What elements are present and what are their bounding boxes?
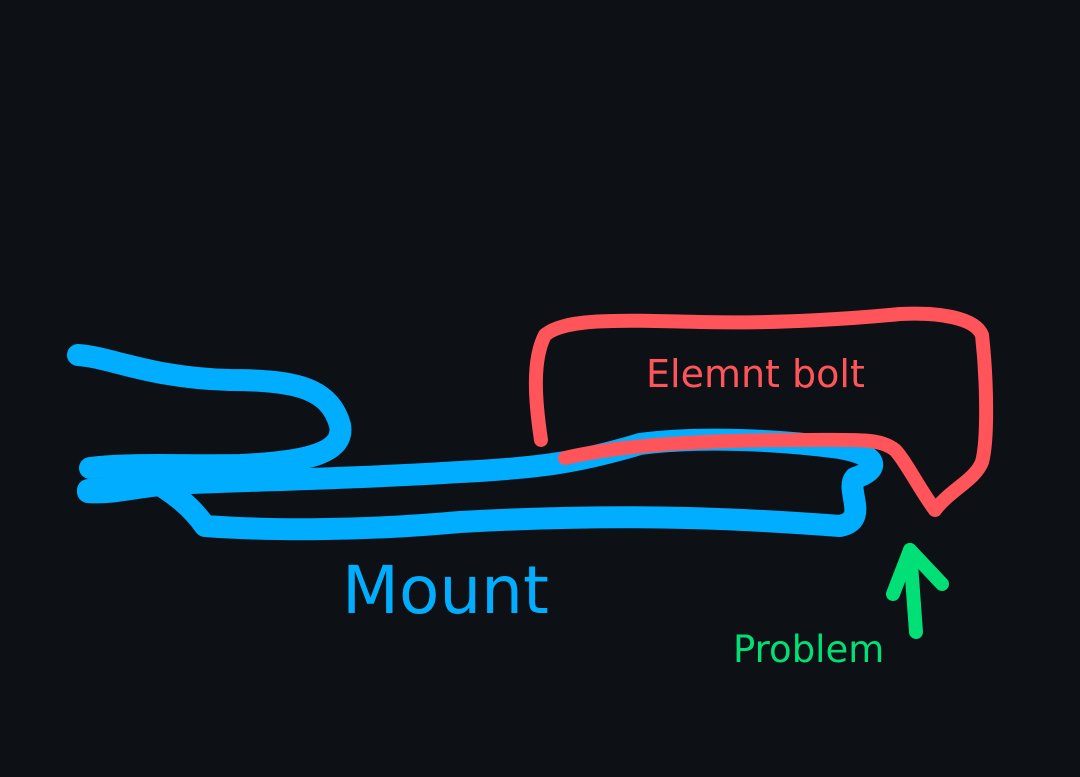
problem-label: Problem <box>733 628 885 671</box>
element-bolt-label: Elemnt bolt <box>646 352 865 396</box>
problem-arrow-head <box>886 543 949 601</box>
mount-label: Mount <box>342 552 549 629</box>
mount-stroke-hook <box>67 344 352 479</box>
element-bolt-outline <box>528 306 994 517</box>
mount-stroke-body <box>77 428 884 541</box>
